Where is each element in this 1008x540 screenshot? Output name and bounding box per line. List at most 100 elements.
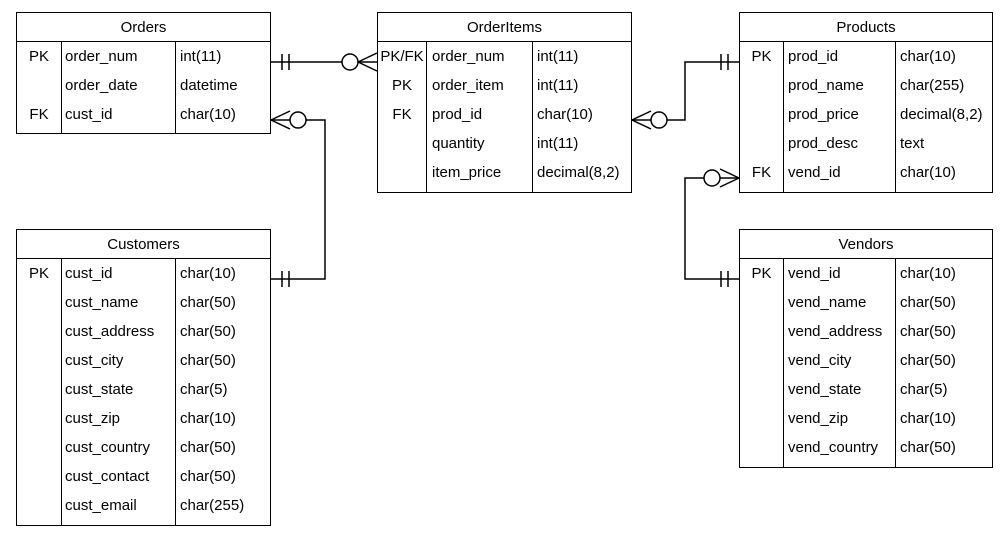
key-label <box>740 317 783 346</box>
table-row: vend_country char(50) <box>740 433 992 462</box>
column-name: cust_state <box>65 381 134 398</box>
column-type: char(10) <box>900 164 956 181</box>
column-type: char(10) <box>900 265 956 282</box>
column-type: char(50) <box>900 294 956 311</box>
key-label <box>740 100 783 129</box>
column-type: char(50) <box>900 352 956 369</box>
column-type: char(5) <box>180 381 228 398</box>
table-row: cust_address char(50) <box>17 317 270 346</box>
column-type: text <box>900 135 925 152</box>
column-name: cust_city <box>65 352 124 369</box>
key-label <box>378 129 426 158</box>
key-label: PK <box>28 48 49 65</box>
table-row: PK prod_id char(10) <box>740 42 992 71</box>
table-row: FK cust_id char(10) <box>17 100 270 129</box>
orderitems-entity[interactable]: OrderItems PK/FK order_num int(11) PK or… <box>377 12 632 193</box>
key-label <box>17 346 61 375</box>
column-type: int(11) <box>537 77 579 94</box>
column-name: prod_id <box>432 106 483 123</box>
column-type: char(50) <box>180 352 236 369</box>
key-label <box>17 404 61 433</box>
key-label: PK <box>391 77 412 94</box>
table-row: PK/FK order_num int(11) <box>378 42 631 71</box>
table-row: FK vend_id char(10) <box>740 158 992 187</box>
orders-entity[interactable]: Orders PK order_num int(11) order_date d… <box>16 12 271 134</box>
column-type: decimal(8,2) <box>537 164 620 181</box>
table-row: order_date datetime <box>17 71 270 100</box>
table-row: cust_name char(50) <box>17 288 270 317</box>
products-orderitems-relationship <box>631 54 739 130</box>
key-label: PK <box>751 48 772 65</box>
column-name: cust_id <box>65 106 113 123</box>
table-row: prod_name char(255) <box>740 71 992 100</box>
table-row: cust_zip char(10) <box>17 404 270 433</box>
column-type: char(255) <box>180 497 245 514</box>
key-label <box>17 462 61 491</box>
table-row: vend_name char(50) <box>740 288 992 317</box>
column-type: char(50) <box>180 439 236 456</box>
key-label <box>17 317 61 346</box>
column-type: int(11) <box>537 48 579 65</box>
table-row: cust_country char(50) <box>17 433 270 462</box>
column-type: char(50) <box>180 294 236 311</box>
column-name: vend_id <box>788 164 841 181</box>
key-label <box>17 71 61 100</box>
column-name: cust_id <box>65 265 113 282</box>
entity-title: Vendors <box>740 230 992 259</box>
vendors-entity[interactable]: Vendors PK vend_id char(10) vend_name ch… <box>739 229 993 468</box>
key-label <box>17 491 61 520</box>
column-name: cust_email <box>65 497 137 514</box>
key-label <box>17 375 61 404</box>
key-label <box>740 346 783 375</box>
column-type: char(10) <box>900 410 956 427</box>
column-type: char(10) <box>537 106 593 123</box>
column-name: order_date <box>65 77 138 94</box>
column-name: cust_name <box>65 294 139 311</box>
column-type: char(5) <box>900 381 948 398</box>
entity-title: Orders <box>17 13 270 42</box>
table-row: item_price decimal(8,2) <box>378 158 631 187</box>
column-type: char(10) <box>900 48 956 65</box>
table-row: cust_state char(5) <box>17 375 270 404</box>
key-label: PK <box>751 265 772 282</box>
column-name: order_num <box>432 48 505 65</box>
column-name: prod_price <box>788 106 859 123</box>
customers-entity[interactable]: Customers PK cust_id char(10) cust_name … <box>16 229 271 526</box>
column-name: vend_zip <box>788 410 849 427</box>
column-type: char(50) <box>900 439 956 456</box>
table-row: prod_desc text <box>740 129 992 158</box>
table-row: quantity int(11) <box>378 129 631 158</box>
column-name: vend_id <box>788 265 841 282</box>
column-type: char(10) <box>180 106 236 123</box>
column-name: cust_zip <box>65 410 121 427</box>
key-label <box>740 404 783 433</box>
column-name: quantity <box>432 135 485 152</box>
entity-title: Customers <box>17 230 270 259</box>
key-label <box>740 71 783 100</box>
key-label <box>17 433 61 462</box>
column-type: datetime <box>180 77 238 94</box>
column-type: char(10) <box>180 410 236 427</box>
column-type: char(50) <box>180 323 236 340</box>
column-type: char(255) <box>900 77 965 94</box>
key-label: FK <box>29 106 49 123</box>
table-row: cust_city char(50) <box>17 346 270 375</box>
column-name: cust_address <box>65 323 155 340</box>
table-row: vend_city char(50) <box>740 346 992 375</box>
column-name: order_num <box>65 48 138 65</box>
column-name: cust_country <box>65 439 151 456</box>
table-row: vend_zip char(10) <box>740 404 992 433</box>
key-label <box>17 288 61 317</box>
vendors-products-relationship <box>684 168 740 287</box>
column-type: int(11) <box>180 48 222 65</box>
table-row: PK order_item int(11) <box>378 71 631 100</box>
column-type: decimal(8,2) <box>900 106 983 123</box>
column-name: vend_state <box>788 381 862 398</box>
column-name: prod_name <box>788 77 864 94</box>
table-row: PK cust_id char(10) <box>17 259 270 288</box>
table-row: vend_state char(5) <box>740 375 992 404</box>
column-name: order_item <box>432 77 504 94</box>
column-name: vend_name <box>788 294 867 311</box>
key-label <box>740 433 783 462</box>
products-entity[interactable]: Products PK prod_id char(10) prod_name c… <box>739 12 993 193</box>
